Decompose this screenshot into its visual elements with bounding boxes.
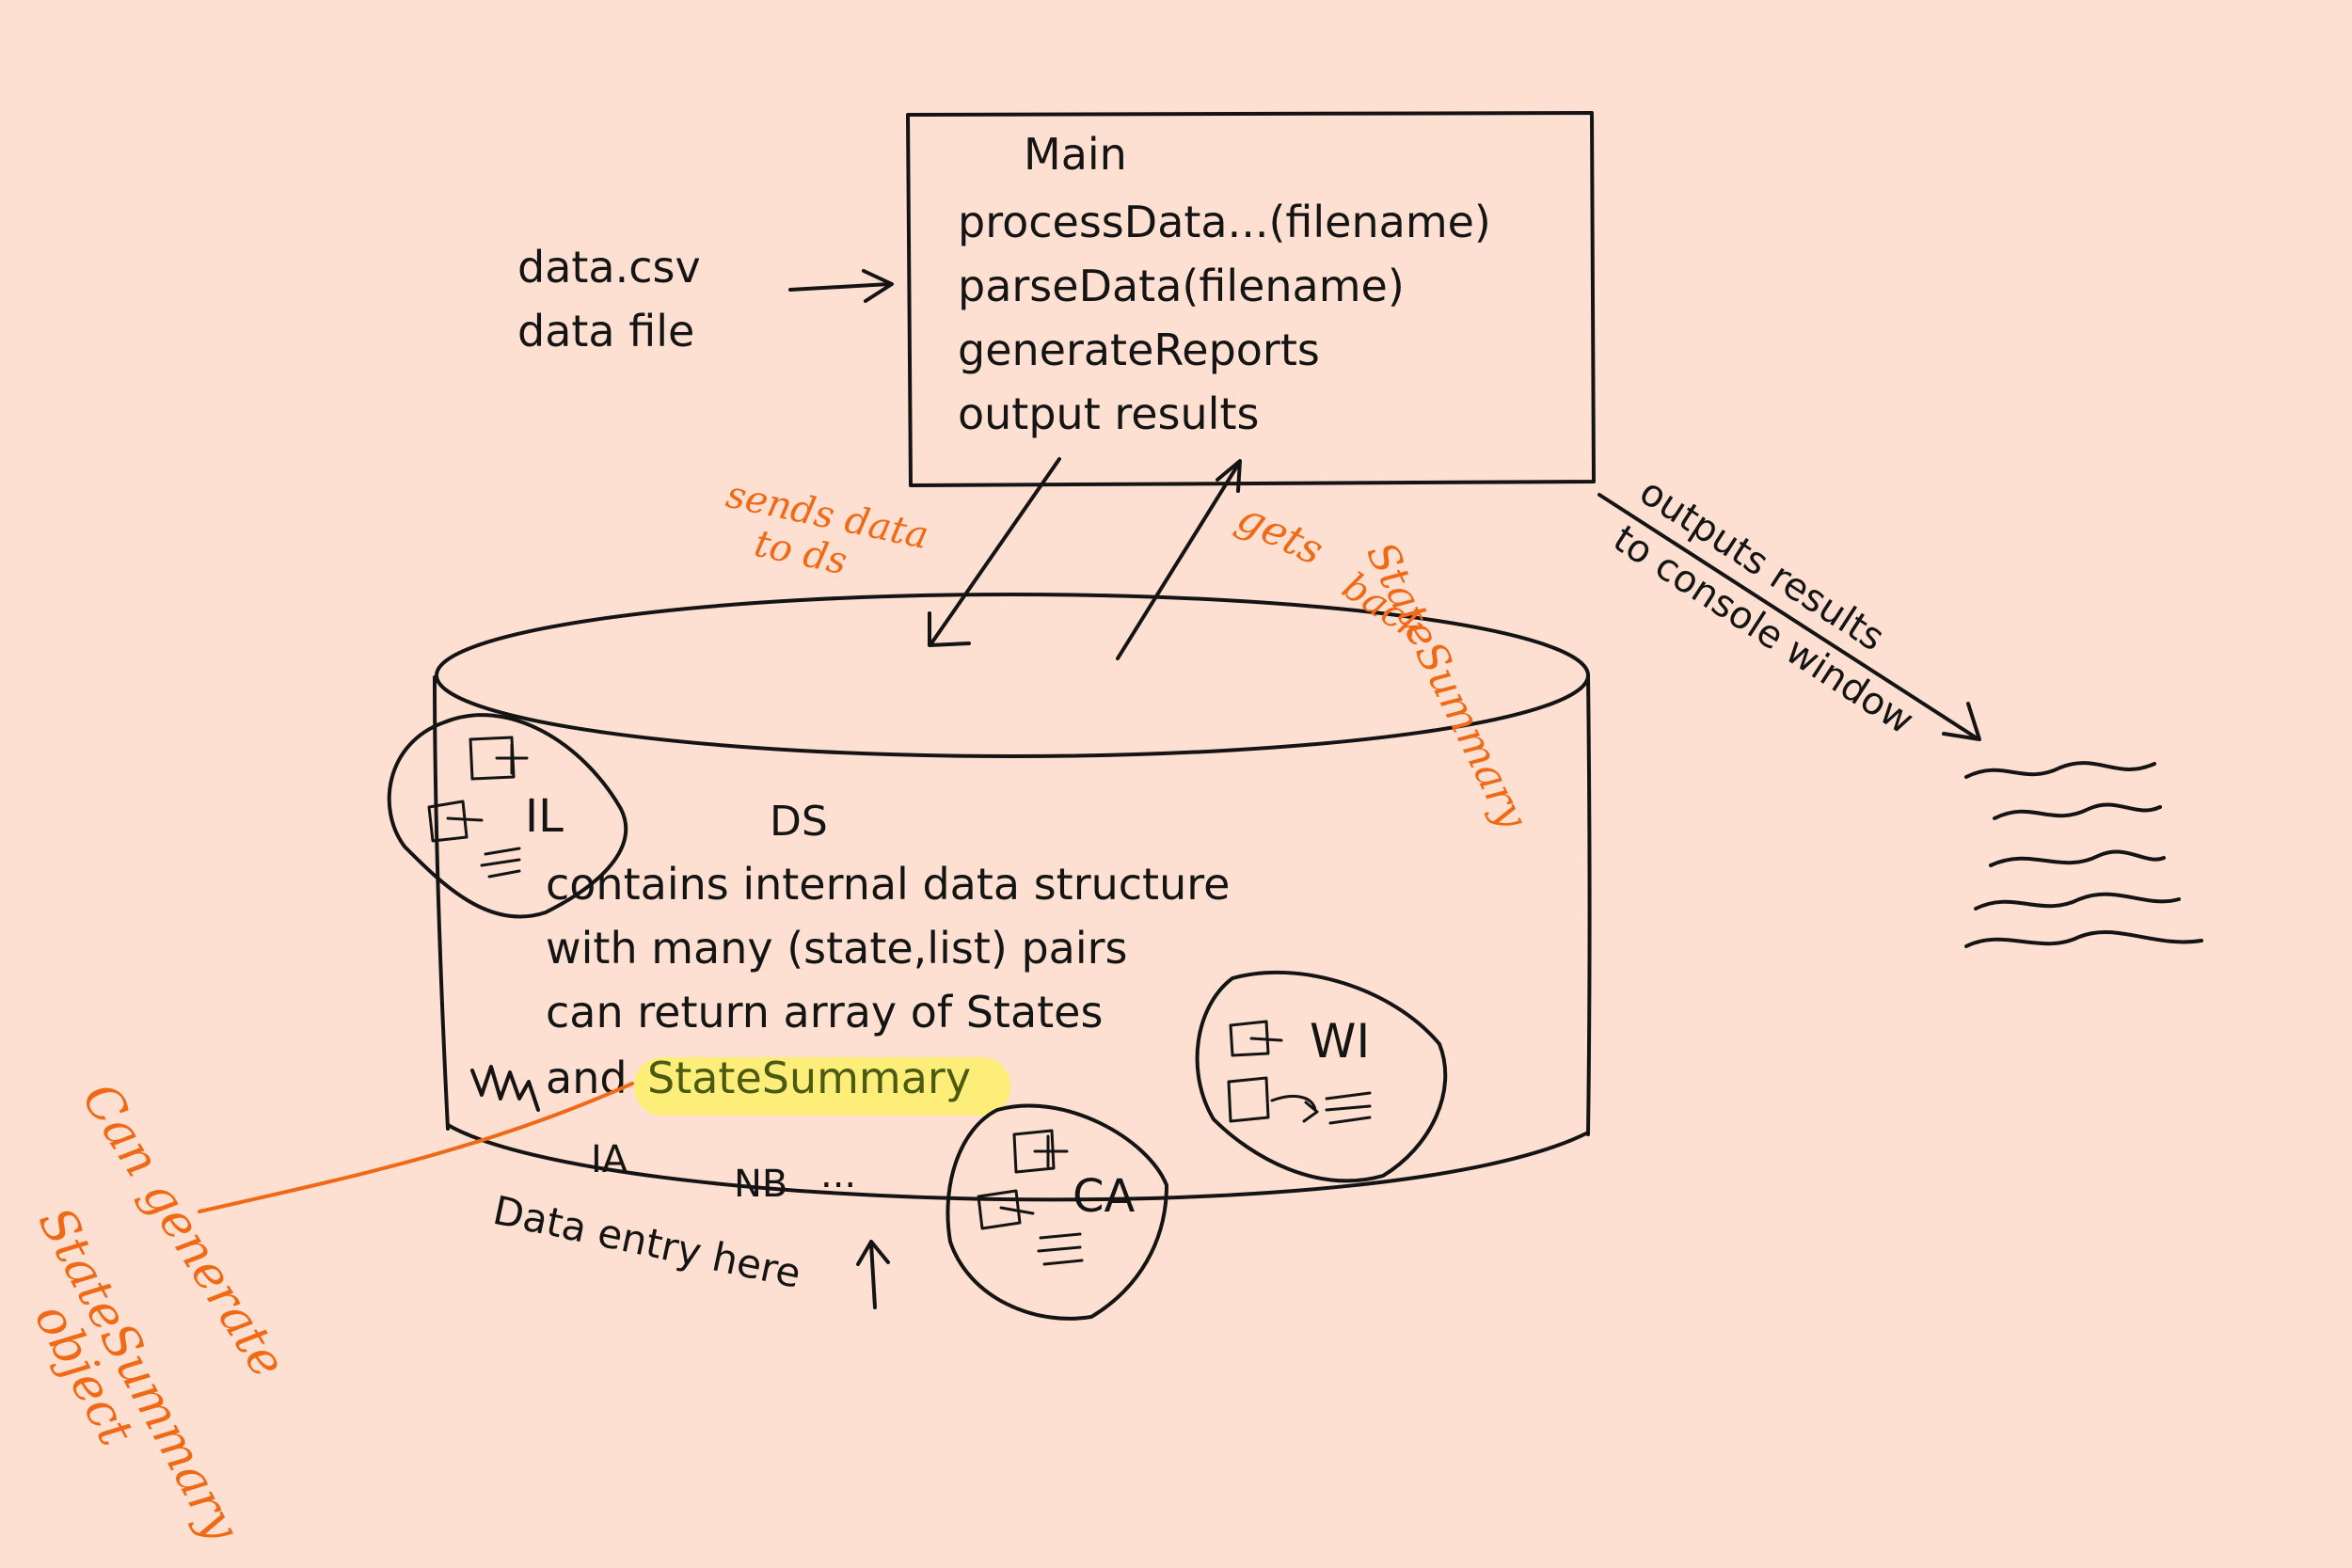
ds-line-pairs: with many (state,list) pairs <box>546 923 1127 974</box>
ds-title: DS <box>770 798 828 846</box>
input-file: data.csv data file <box>517 242 701 356</box>
annotation-gets-line2: StateSummary <box>1357 534 1537 837</box>
data-entry-note: Data entry here <box>489 1187 890 1309</box>
annotation-sends: sends data to ds <box>723 473 932 584</box>
return-arrow <box>1116 459 1242 660</box>
annotation-gets: gets StateSummary back <box>1230 493 1537 837</box>
send-arrow <box>928 457 1061 647</box>
state-card-wi-label: WI <box>1310 1014 1370 1069</box>
main-box: Main processData...(filename) parseData(… <box>906 111 1596 487</box>
row-labels: IA NB ... <box>470 1065 856 1206</box>
ds-statesummary: StateSummary <box>647 1053 971 1103</box>
ds-cylinder: DS contains internal data structure with… <box>433 593 1592 1202</box>
row-label-nb: NB <box>734 1163 787 1206</box>
state-card-ca-label: CA <box>1073 1170 1136 1223</box>
state-card-il: IL <box>387 713 628 919</box>
ds-line-array: can return array of States <box>546 987 1103 1037</box>
statesummary-highlight <box>634 1057 1010 1116</box>
state-card-il-label: IL <box>525 790 564 843</box>
ds-line-and: and <box>546 1053 628 1103</box>
main-box-line-process: processData...(filename) <box>958 197 1491 247</box>
annotation-gets-line1: gets <box>1230 493 1330 575</box>
input-file-name: data.csv <box>517 242 701 293</box>
row-label-more: ... <box>820 1153 856 1196</box>
row-label-ia: IA <box>591 1138 628 1181</box>
folder-card-icon <box>1227 1020 1372 1125</box>
annotation-can-generate: Can generate StateSummary object <box>24 1073 634 1551</box>
folder-card-icon <box>427 736 529 879</box>
scribble-row-label <box>470 1065 540 1112</box>
output-note: outputs results to console window <box>1606 470 1922 743</box>
console-output-icon <box>1964 761 2203 948</box>
main-box-line-parse: parseData(filename) <box>958 261 1405 311</box>
input-file-description: data file <box>517 306 694 356</box>
state-card-wi: WI <box>1195 970 1448 1183</box>
folder-card-icon <box>977 1129 1084 1266</box>
input-arrow <box>788 269 894 303</box>
output-arrow <box>1597 493 1981 741</box>
state-card-ca: CA <box>946 1103 1168 1321</box>
main-box-title: Main <box>1024 129 1127 180</box>
main-box-line-output: output results <box>958 388 1259 439</box>
main-box-line-generate: generateReports <box>958 325 1320 375</box>
ds-line-contains: contains internal data structure <box>546 859 1230 910</box>
